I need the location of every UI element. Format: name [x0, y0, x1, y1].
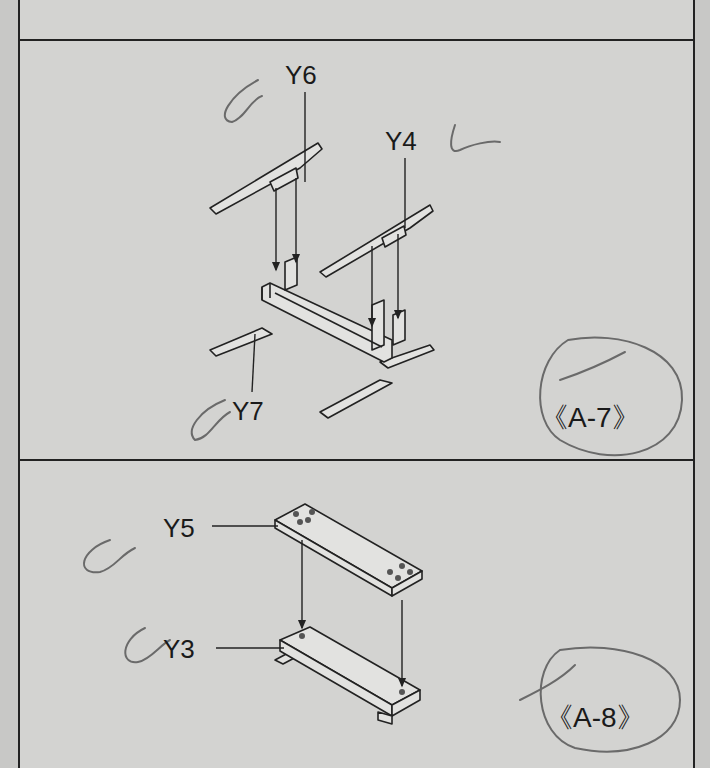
step-number: 《A-8》: [545, 704, 645, 732]
part-label: Y6: [285, 62, 317, 88]
step-number: 《A-7》: [540, 404, 640, 432]
part-label: Y4: [385, 128, 417, 154]
part-label: Y7: [232, 398, 264, 424]
part-label: Y3: [163, 636, 195, 662]
part-label: Y5: [163, 515, 195, 541]
